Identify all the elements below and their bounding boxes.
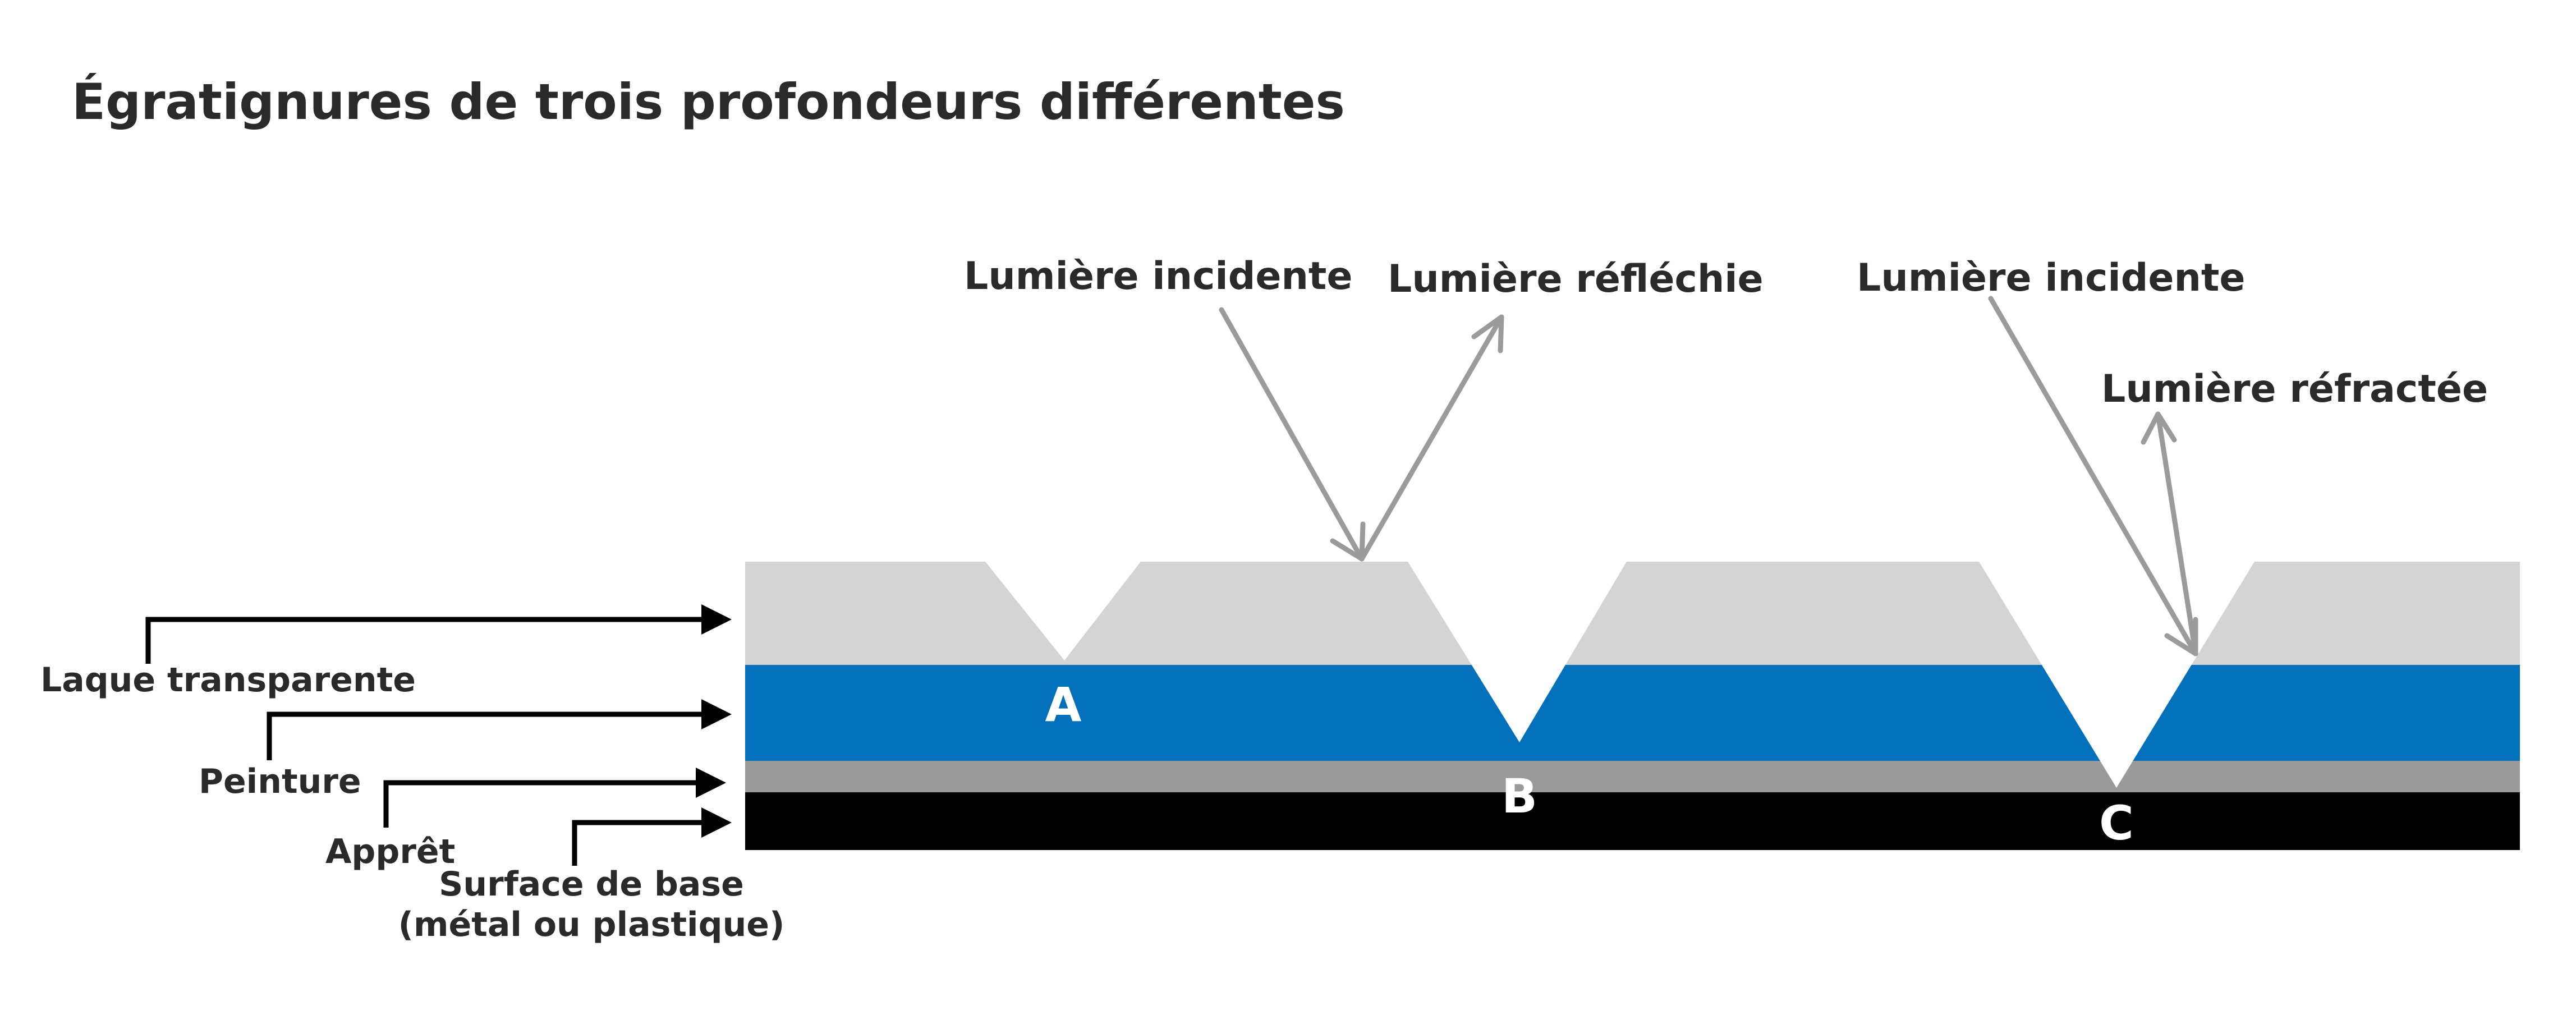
base-layer <box>745 792 2520 850</box>
label-clearcoat: Laque transparente <box>40 660 416 700</box>
pointer-paint <box>267 711 701 760</box>
scratch-label-c: C <box>2099 796 2134 851</box>
layer-stack <box>745 562 2520 850</box>
pointer-clearcoat <box>145 617 701 664</box>
reflected-ray <box>1359 314 1504 562</box>
primer-layer <box>745 761 2520 792</box>
refracted-ray <box>2155 411 2198 656</box>
layer-pointers <box>145 617 701 866</box>
incident-ray-1 <box>1219 307 1365 562</box>
light-rays <box>1219 296 2198 656</box>
diagram-title: Égratignures de trois profondeurs différ… <box>72 73 1345 131</box>
refracted-ray-arrowhead <box>2141 411 2177 445</box>
pointer-paint-arrowhead <box>701 699 732 729</box>
reflected-ray-arrowhead <box>1471 314 1504 353</box>
pointer-base <box>572 820 701 866</box>
label-refracted-light: Lumière réfractée <box>2101 367 2488 411</box>
scratch-label-a: A <box>1045 677 1081 732</box>
pointer-primer-arrowhead <box>696 768 726 798</box>
label-base-line1: Surface de base <box>439 865 744 904</box>
label-base-line2: (métal ou plastique) <box>398 905 785 944</box>
pointer-base-arrowhead <box>701 807 732 838</box>
label-paint: Peinture <box>199 762 361 801</box>
label-primer: Apprêt <box>325 832 455 871</box>
pointer-arrowheads <box>696 604 732 838</box>
incident-ray-2 <box>1988 296 2198 656</box>
scratch-label-b: B <box>1501 769 1537 824</box>
pointer-clearcoat-arrowhead <box>701 604 732 635</box>
label-incident-light-2: Lumière incidente <box>1857 256 2246 300</box>
paint-layer <box>745 665 2520 761</box>
label-incident-light-1: Lumière incidente <box>964 254 1353 299</box>
label-reflected-light: Lumière réfléchie <box>1388 257 1764 301</box>
pointer-primer <box>383 780 696 828</box>
clearcoat-layer <box>745 562 2520 665</box>
